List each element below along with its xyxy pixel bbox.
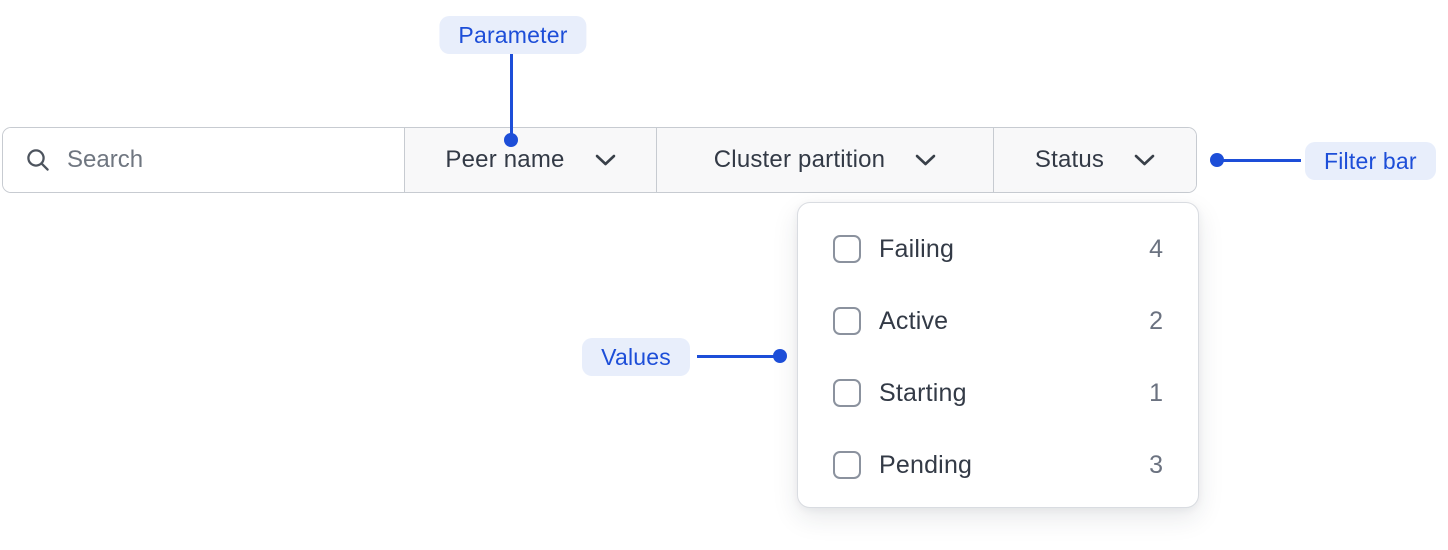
dropdown-status[interactable]: Status (993, 128, 1196, 192)
parameter-connector-line (510, 54, 513, 140)
chevron-down-icon (1134, 154, 1155, 166)
search-section (3, 128, 404, 192)
checkbox-failing[interactable] (833, 235, 861, 263)
parameter-annotation-badge: Parameter (439, 16, 587, 54)
option-label: Failing (879, 234, 955, 263)
values-connector-dot (773, 349, 787, 363)
checkbox-active[interactable] (833, 307, 861, 335)
checkbox-starting[interactable] (833, 379, 861, 407)
option-count: 1 (1149, 378, 1163, 407)
option-label: Starting (879, 378, 967, 407)
chevron-down-icon (915, 154, 936, 166)
option-label: Pending (879, 450, 973, 479)
option-label: Active (879, 306, 949, 335)
search-icon (25, 147, 51, 173)
values-connector-line (697, 355, 777, 358)
dropdown-cluster-partition-label: Cluster partition (713, 146, 886, 173)
option-count: 3 (1149, 450, 1163, 479)
values-annotation-badge: Values (582, 338, 690, 376)
status-option-active[interactable]: Active 2 (833, 285, 1163, 357)
status-option-failing[interactable]: Failing 4 (833, 213, 1163, 285)
parameter-connector-dot (504, 133, 518, 147)
dropdown-peer-name[interactable]: Peer name (404, 128, 656, 192)
filter-bar-connector-dot (1210, 153, 1224, 167)
checkbox-pending[interactable] (833, 451, 861, 479)
dropdown-cluster-partition[interactable]: Cluster partition (656, 128, 993, 192)
dropdown-peer-name-label: Peer name (445, 146, 565, 173)
filter-bar-connector-line (1217, 159, 1301, 162)
filter-bar: Peer name Cluster partition Status (2, 127, 1197, 193)
filter-bar-annotation-badge: Filter bar (1305, 142, 1436, 180)
status-option-pending[interactable]: Pending 3 (833, 429, 1163, 501)
chevron-down-icon (595, 154, 615, 166)
status-option-starting[interactable]: Starting 1 (833, 357, 1163, 429)
option-count: 2 (1149, 306, 1163, 335)
dropdown-status-label: Status (1034, 146, 1105, 173)
search-input[interactable] (67, 146, 367, 174)
option-count: 4 (1149, 234, 1163, 263)
status-dropdown-panel: Failing 4 Active 2 Starting 1 Pending 3 (797, 202, 1199, 508)
